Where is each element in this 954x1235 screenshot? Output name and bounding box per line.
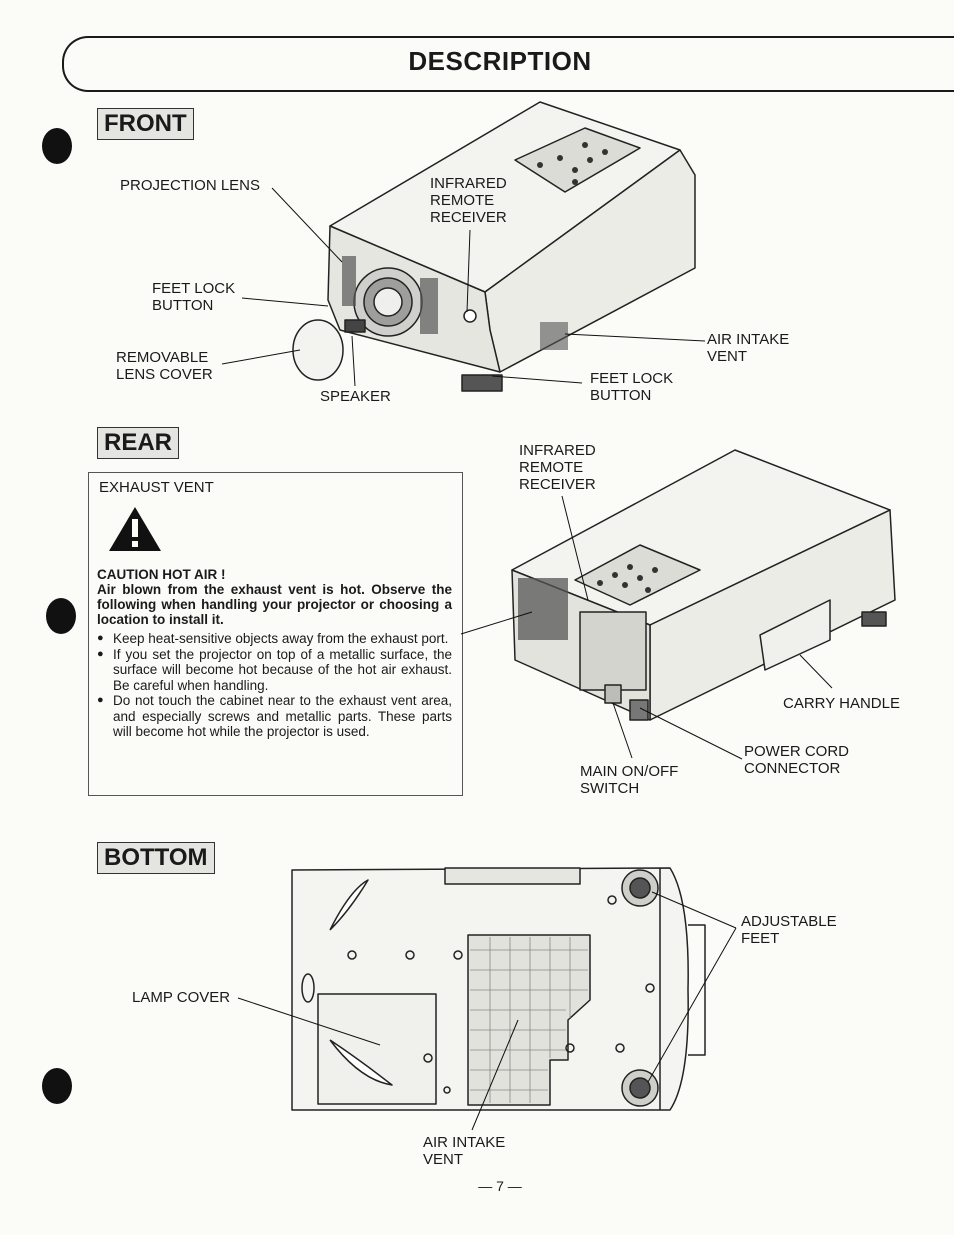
- page-number: — 7 —: [478, 1178, 522, 1194]
- label-carry-handle: CARRY HANDLE: [783, 695, 900, 712]
- label-feet-lock-button: FEET LOCK BUTTON: [590, 370, 674, 404]
- rear-heading: REAR: [97, 427, 180, 459]
- caution-intro: Air blown from the exhaust vent is hot. …: [97, 582, 452, 627]
- rear-projector-illustration: [460, 449, 896, 760]
- caution-box: EXHAUST VENT CAUTION HOT AIR ! Air blown…: [88, 472, 463, 796]
- bottom-projector-illustration: [237, 867, 737, 1131]
- label-infrared-remote-receiver-rear: INFRARED REMOTE RECEIVER: [519, 442, 596, 493]
- label-adjustable-feet: ADJUSTABLE FEET: [741, 913, 837, 947]
- label-speaker: SPEAKER: [320, 388, 391, 405]
- list-item: Do not touch the cabinet near to the exh…: [97, 693, 452, 740]
- bottom-heading: BOTTOM: [97, 842, 215, 874]
- caution-title: CAUTION HOT AIR !: [97, 567, 226, 582]
- list-item: Keep heat-sensitive objects away from th…: [97, 631, 452, 647]
- label-air-intake-vent: AIR INTAKE VENT: [707, 331, 790, 365]
- label-removable-lens-cover: REMOVABLE LENS COVER: [116, 349, 213, 383]
- list-item: If you set the projector on top of a met…: [97, 647, 452, 694]
- label-feet-lock-button: FEET LOCK BUTTON: [152, 280, 236, 314]
- front-projector-illustration: [221, 101, 706, 392]
- label-power-cord-connector: POWER CORD CONNECTOR: [744, 743, 849, 777]
- label-lamp-cover: LAMP COVER: [132, 989, 231, 1006]
- label-projection-lens: PROJECTION LENS: [120, 177, 261, 194]
- front-heading: FRONT: [97, 108, 194, 140]
- title-banner: [62, 36, 954, 92]
- label-main-switch: MAIN ON/OFF SWITCH: [580, 763, 679, 797]
- binder-hole: [46, 598, 76, 634]
- caution-list: Keep heat-sensitive objects away from th…: [97, 631, 452, 740]
- caution-heading: CAUTION HOT AIR ! Air blown from the exh…: [97, 567, 452, 627]
- label-air-intake-vent-bottom: AIR INTAKE VENT: [423, 1134, 506, 1168]
- binder-hole: [42, 1068, 72, 1104]
- label-infrared-remote-receiver: INFRARED REMOTE RECEIVER: [430, 175, 507, 226]
- binder-hole: [42, 128, 72, 164]
- label-exhaust-vent: EXHAUST VENT: [99, 479, 214, 496]
- warning-icon: [109, 507, 161, 551]
- page-title: DESCRIPTION: [408, 46, 592, 76]
